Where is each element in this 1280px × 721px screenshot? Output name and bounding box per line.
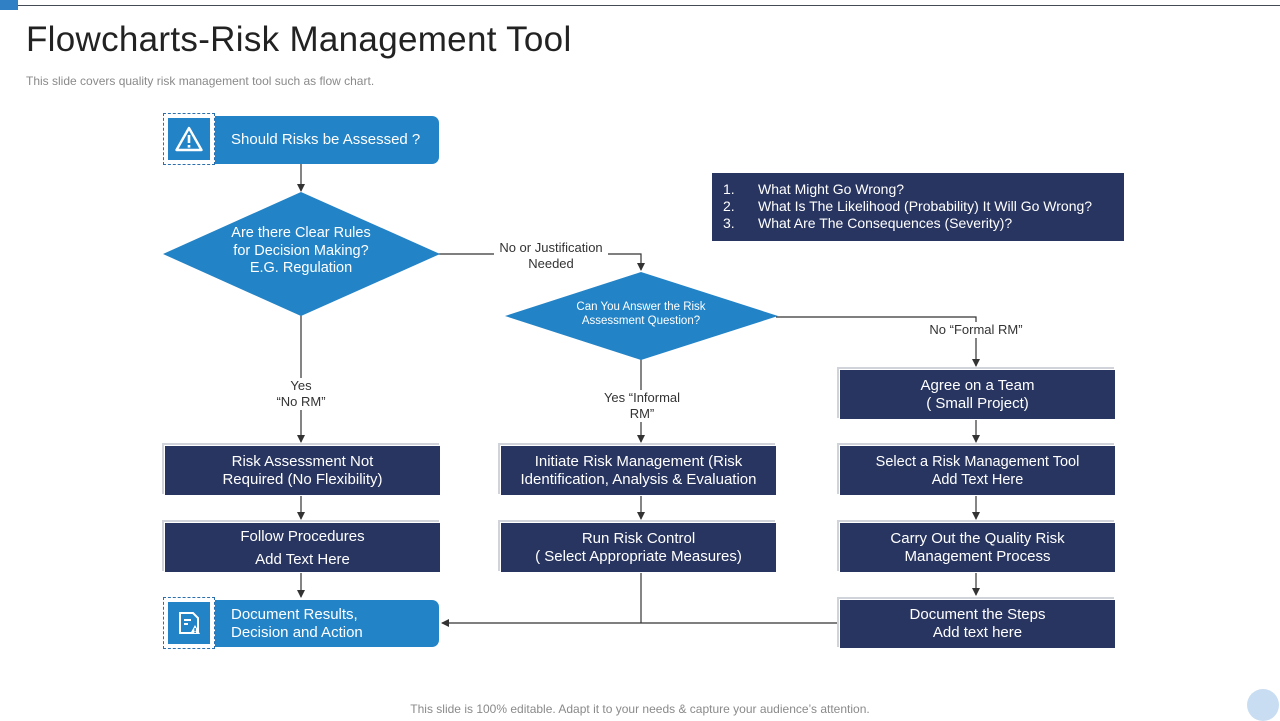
warning-icon (175, 126, 203, 152)
box-initiate-risk-management: Initiate Risk Management (Risk Identific… (501, 446, 776, 495)
label-no-justification-line-2: Needed (528, 256, 574, 271)
label-yes-informal-line-1: Yes “Informal (603, 390, 681, 405)
end-icon-box (168, 602, 210, 644)
label-yes-no-rm-line-1: Yes (290, 378, 312, 393)
question-number: 2. (723, 198, 735, 214)
end-node-line-2: Decision and Action (231, 623, 363, 641)
box-initiate-line-2: Identification, Analysis & Evaluation (520, 470, 757, 488)
box-steps-line-1: Document the Steps (909, 606, 1046, 623)
box-select-risk-tool: Select a Risk Management Tool Add Text H… (840, 446, 1115, 495)
box-select-line-1: Select a Risk Management Tool (875, 453, 1080, 470)
page-subtitle: This slide covers quality risk managemen… (26, 74, 375, 88)
decision-diamond-rules (163, 192, 440, 316)
label-yes-informal-rm: Yes “Informal RM” (600, 390, 684, 422)
box-risk-assessment-not-required: Risk Assessment Not Required (No Flexibi… (165, 446, 440, 495)
label-no-justification: No or Justification Needed (494, 240, 608, 272)
start-node-should-risks-be-assessed: Should Risks be Assessed ? (215, 116, 439, 164)
box-carry-out-quality-risk: Carry Out the Quality Risk Management Pr… (840, 523, 1115, 572)
box-follow-line-2: Add Text Here (255, 550, 350, 568)
box-run-line-1: Run Risk Control (581, 529, 696, 547)
box-agree-on-team: Agree on a Team ( Small Project) (840, 370, 1115, 419)
question-item: 3. What Are The Consequences (Severity)? (723, 215, 1124, 232)
start-node-label: Should Risks be Assessed ? (231, 131, 421, 148)
decision-answer-text: Can You Answer the Risk Assessment Quest… (550, 300, 732, 328)
decision-diamond-answer (505, 272, 778, 360)
box-follow-line-1: Follow Procedures (240, 527, 365, 545)
box-not-required-line-2: Required (No Flexibility) (222, 470, 383, 488)
connector-answer-to-team (776, 316, 980, 367)
box-not-required-line-1: Risk Assessment Not (231, 452, 374, 470)
decision-answer-line-1: Can You Answer the Risk (576, 301, 706, 313)
box-document-steps: Document the Steps Add text here (840, 600, 1115, 648)
end-node-document-results: Document Results, Decision and Action (215, 600, 439, 647)
question-number: 1. (723, 181, 735, 197)
question-text: What Are The Consequences (Severity)? (758, 215, 1013, 231)
start-icon-frame (163, 113, 215, 165)
question-text: What Might Go Wrong? (758, 181, 905, 197)
label-no-formal-line-1: No “Formal RM” (929, 322, 1023, 337)
label-no-formal-rm: No “Formal RM” (922, 322, 1030, 338)
end-node-line-1: Document Results, (231, 605, 358, 623)
decision-rules-line-3: E.G. Regulation (249, 260, 353, 276)
start-icon-box (168, 118, 210, 160)
box-follow-procedures: Follow Procedures Add Text Here (165, 523, 440, 572)
decision-rules-line-1: Are there Clear Rules (231, 225, 371, 241)
box-carry-line-1: Carry Out the Quality Risk (890, 529, 1065, 547)
page-footer: This slide is 100% editable. Adapt it to… (410, 702, 870, 716)
end-icon-frame (163, 597, 215, 649)
box-team-line-2: ( Small Project) (926, 394, 1029, 412)
box-initiate-line-1: Initiate Risk Management (Risk (534, 452, 743, 470)
document-check-icon (179, 612, 200, 634)
decision-rules-line-2: for Decision Making? (233, 242, 369, 259)
box-carry-line-2: Management Process (904, 547, 1051, 565)
top-rule (18, 5, 1280, 6)
slide-nav-dot[interactable] (1247, 689, 1279, 721)
page-title: Flowcharts-Risk Management Tool (26, 20, 572, 59)
label-yes-informal-line-2: RM” (629, 406, 655, 421)
question-text: What Is The Likelihood (Probability) It … (758, 198, 1093, 214)
question-item: 1. What Might Go Wrong? (723, 181, 1124, 198)
label-yes-no-rm-line-2: “No RM” (276, 394, 326, 409)
question-number: 3. (723, 215, 735, 231)
label-no-justification-line-1: No or Justification (499, 240, 603, 255)
label-yes-no-rm: Yes “No RM” (266, 378, 336, 410)
box-run-line-2: ( Select Appropriate Measures) (535, 547, 742, 565)
box-run-risk-control: Run Risk Control ( Select Appropriate Me… (501, 523, 776, 572)
question-item: 2. What Is The Likelihood (Probability) … (723, 198, 1124, 215)
box-steps-line-2: Add text here (932, 624, 1023, 641)
corner-accent (0, 0, 18, 10)
risk-questions-box: 1. What Might Go Wrong? 2. What Is The L… (712, 173, 1124, 241)
box-team-line-1: Agree on a Team (920, 376, 1035, 394)
decision-answer-line-2: Assessment Question? (581, 315, 701, 327)
box-select-line-2: Add Text Here (931, 471, 1024, 488)
decision-rules-text: Are there Clear Rules for Decision Makin… (200, 225, 402, 278)
